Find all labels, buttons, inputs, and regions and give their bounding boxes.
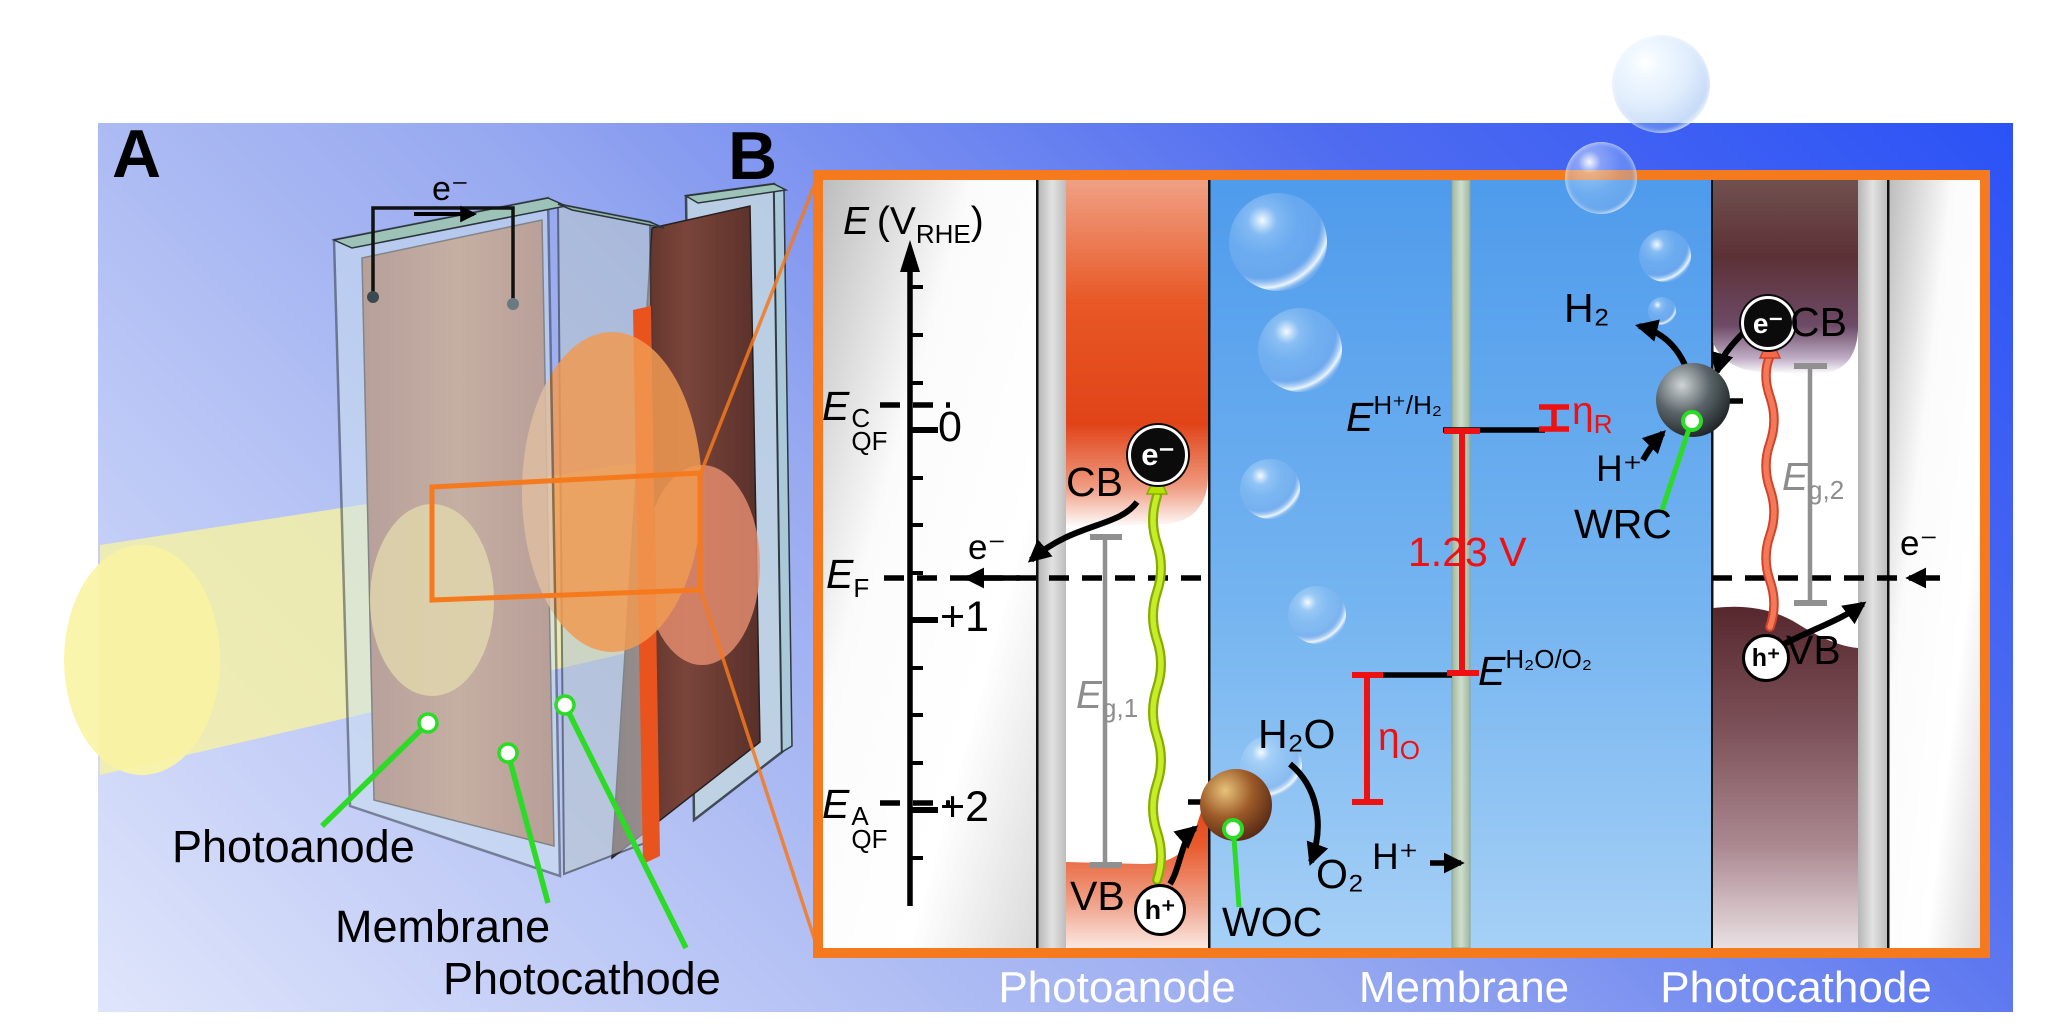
photoanode-contact bbox=[1038, 180, 1066, 948]
callout-membrane: Membrane bbox=[335, 901, 551, 952]
bubbles-in-solution bbox=[1229, 193, 1691, 797]
footer-photoanode: Photoanode bbox=[998, 963, 1236, 1012]
axis-tick-2: +2 bbox=[940, 783, 990, 831]
footer-photocathode: Photocathode bbox=[1660, 963, 1932, 1012]
axis-title: E (VRHE) bbox=[843, 200, 984, 249]
middle-glass-rim bbox=[557, 203, 665, 229]
bubble bbox=[1565, 142, 1637, 214]
bandgap-1-bracket bbox=[1090, 534, 1122, 868]
bandgap-2-label: Eg,2 bbox=[1782, 456, 1845, 505]
callout-photoanode: Photoanode bbox=[172, 821, 415, 872]
panel-b-tag: B bbox=[728, 118, 778, 194]
bubble bbox=[1612, 35, 1710, 133]
woc-label: WOC bbox=[1222, 899, 1323, 945]
hole-to-contact-arrow bbox=[1778, 601, 1867, 649]
bandgap-1-label: Eg,1 bbox=[1076, 674, 1139, 723]
photocathode-hole: h⁺ bbox=[1742, 634, 1790, 682]
wrc-label: WRC bbox=[1574, 501, 1672, 547]
overpotential-o-bracket bbox=[1352, 672, 1383, 805]
electron-left-label: e⁻ bbox=[968, 528, 1006, 567]
external-wire bbox=[367, 205, 519, 310]
redox-h2-label: EH⁺/H₂ bbox=[1346, 390, 1442, 440]
overpotential-o-label: ηO bbox=[1378, 716, 1420, 765]
wrc-to-h2-arrow bbox=[1635, 319, 1688, 367]
zoom-connector-bottom bbox=[698, 587, 820, 951]
photocathode-valence-band bbox=[1713, 606, 1858, 948]
photocathode-contact bbox=[1858, 180, 1887, 948]
photocathode-vb-label: VB bbox=[1786, 627, 1841, 673]
back-glass-rim bbox=[683, 183, 789, 204]
zoom-connector-top bbox=[698, 175, 820, 476]
wrc-sphere bbox=[1656, 363, 1730, 511]
hplus-left-label: H⁺ bbox=[1372, 836, 1419, 877]
h2-label: H₂ bbox=[1564, 285, 1610, 331]
h2o-to-o2-arrow bbox=[1288, 761, 1329, 866]
photoanode-hole: h⁺ bbox=[1134, 884, 1186, 936]
voltage-1-23-line bbox=[1444, 428, 1480, 676]
panel-a-electron-label: e⁻ bbox=[432, 170, 469, 208]
panel-b-frame bbox=[813, 170, 1990, 958]
right-region bbox=[1889, 180, 1980, 948]
cb-to-wrc-arrow bbox=[1711, 327, 1749, 376]
axis-region bbox=[823, 180, 1036, 948]
callout-lines bbox=[320, 703, 689, 950]
level-ef: EF bbox=[826, 551, 870, 603]
hplus-to-wrc-arrow bbox=[1640, 430, 1666, 462]
bandgap-2-bracket bbox=[1794, 363, 1827, 606]
h2o-label: H₂O bbox=[1258, 711, 1336, 757]
light-spot-main bbox=[522, 332, 702, 652]
photoanode-vb-label: VB bbox=[1070, 873, 1125, 919]
electron-right-label: e⁻ bbox=[1900, 524, 1938, 563]
axis-tick-1: +1 bbox=[940, 593, 990, 641]
o2-label: O₂ bbox=[1316, 851, 1364, 897]
callout-dots bbox=[417, 694, 576, 764]
energy-axis bbox=[900, 240, 938, 906]
callout-photocathode: Photocathode bbox=[443, 953, 721, 1004]
footer-membrane: Membrane bbox=[1358, 963, 1570, 1012]
overpotential-r-label: ηR bbox=[1572, 390, 1613, 439]
photocathode-electron: e⁻ bbox=[1741, 296, 1795, 350]
hole-to-woc-arrow bbox=[1167, 825, 1199, 886]
axis-tick-0: 0 bbox=[938, 403, 962, 451]
hplus-right-label: H⁺ bbox=[1596, 448, 1643, 489]
redox-o2-label: EH₂O/O₂ bbox=[1478, 644, 1592, 694]
photocathode-cb-label: CB bbox=[1790, 299, 1847, 345]
photoanode-cb-label: CB bbox=[1066, 459, 1123, 505]
overpotential-r-bracket bbox=[1539, 404, 1569, 432]
woc-sphere bbox=[1200, 769, 1272, 908]
panel-a-tag: A bbox=[112, 116, 162, 192]
voltage-1-23-label: 1.23 V bbox=[1408, 529, 1527, 575]
photoanode-electron: e⁻ bbox=[1128, 425, 1188, 485]
cb-to-contact-arrow bbox=[1027, 500, 1140, 563]
